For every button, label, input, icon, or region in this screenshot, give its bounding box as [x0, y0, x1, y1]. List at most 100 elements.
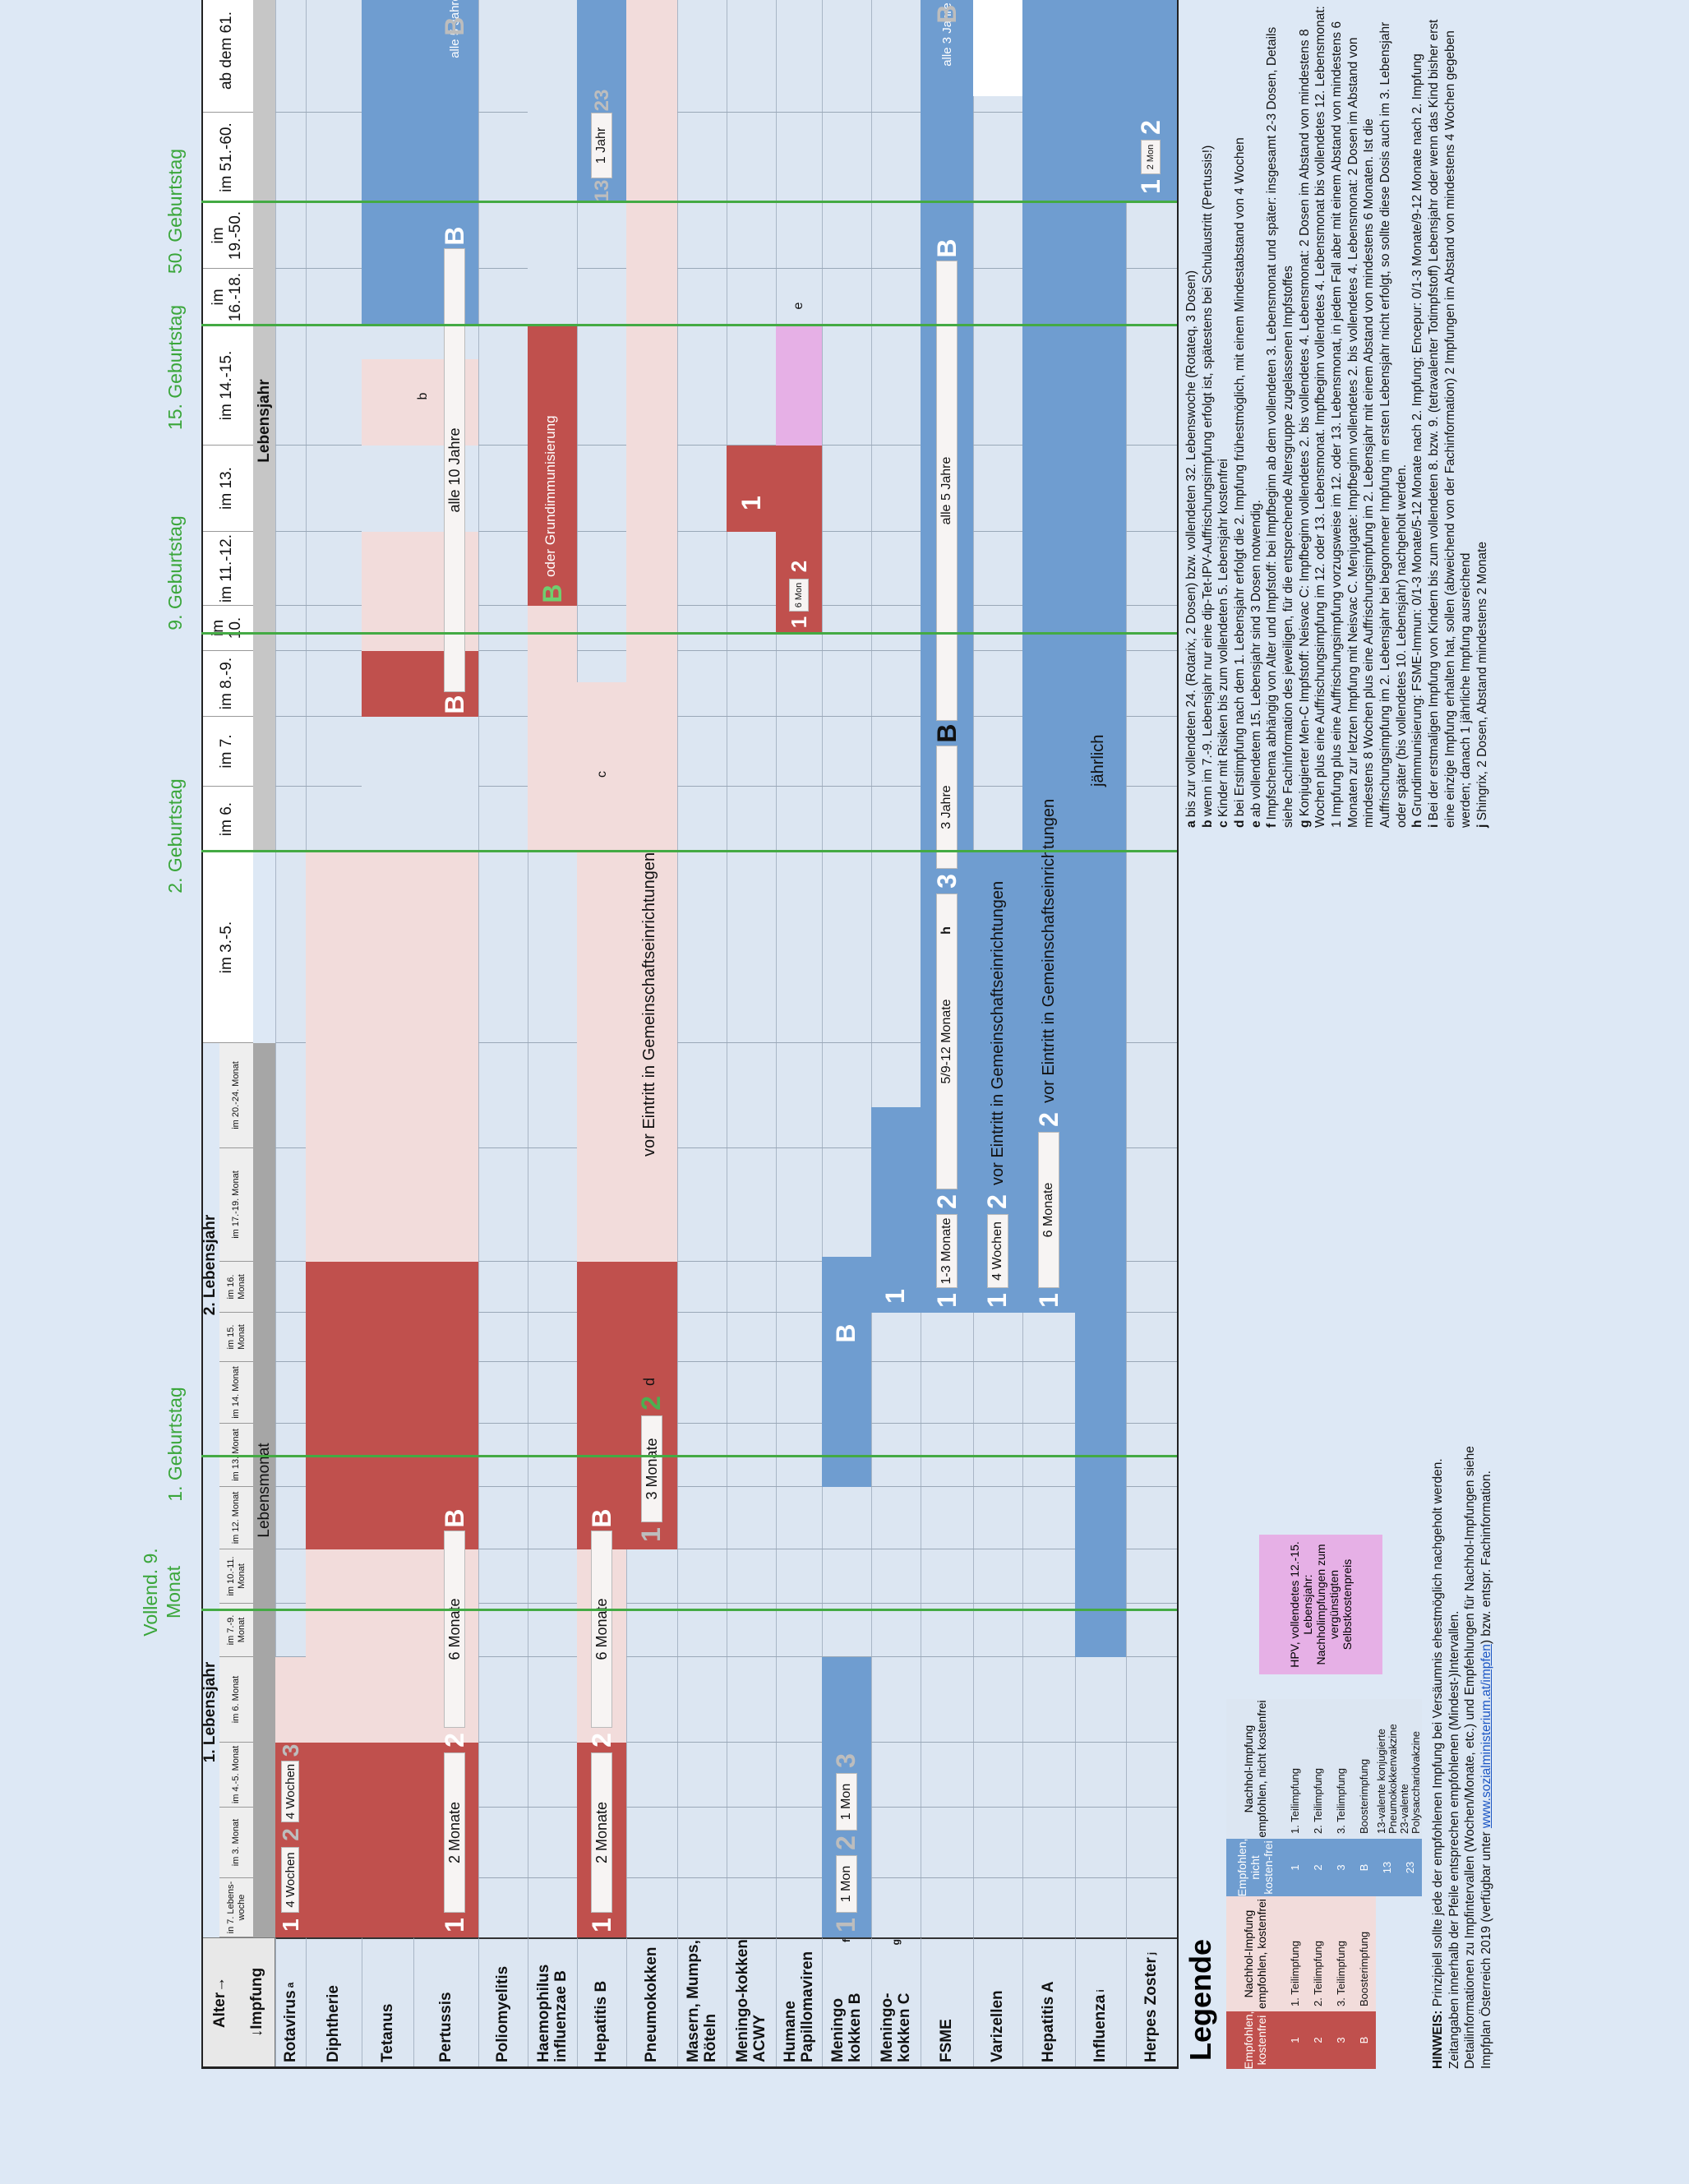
vari-interval-4w: 4 Wochen [987, 1214, 1008, 1288]
footnote-marker: j [1145, 1951, 1157, 1955]
milestone-line-9y [201, 632, 1177, 635]
hint-line-1: HINWEIS: Prinzipiell sollte jede der emp… [1430, 918, 1447, 2069]
menb-interval-2: 1 Mon [836, 1773, 857, 1831]
vaccine-label: Diphtherie [306, 1937, 362, 2069]
legend-cell [1376, 2011, 1399, 2069]
footnote-text: Impfschema abhängig von Alter und Impfst… [1265, 26, 1296, 828]
footnote: b wenn im 7.-9. Lebensjahr nur eine dip-… [1200, 6, 1216, 828]
hepa-vor-eintritt: vor Eintritt in Gemeinschaftseinrichtung… [1039, 798, 1058, 1103]
influenza-blue [1075, 0, 1126, 1657]
milestone-line-1y [201, 1455, 1177, 1457]
legend-cell: B [1353, 2011, 1376, 2069]
vaccine-label: Masern, Mumps, Röteln [677, 1937, 727, 2069]
footnote-list: a bis zur vollendeten 24. (Rotarix, 2 Do… [1184, 6, 1491, 828]
legend-cell: 1. Teilimpfung [1284, 1699, 1307, 1839]
hint-line-4: Impfplan Österreich 2019 (verfügbar unte… [1479, 918, 1495, 2069]
vaccine-name: Hepatitis A [1040, 1981, 1058, 2062]
column-header: im 10.-11. Monat [219, 1549, 253, 1604]
footnote: j Shingrix, 2 Dosen, Abstand mindestens … [1474, 6, 1491, 828]
legend-cell: 13-valente konjugierte Pneumokokkenvakzi… [1375, 1699, 1399, 1839]
hpv-dose-1: 1 [786, 616, 811, 629]
vaccine-label: Tetanus [362, 1937, 413, 2069]
dtp-booster: B [440, 1508, 469, 1528]
year1-label: 1. Lebensjahr [201, 1661, 219, 1763]
fsme-interval-1: 1-3 Monate [936, 1214, 958, 1288]
vaccine-name: Haemophilus influenzae B [534, 1964, 570, 2062]
mmr-dose-1: 1 [636, 1527, 666, 1542]
legend-cell: 3 [1330, 2011, 1353, 2069]
footnote-key: a [1184, 817, 1198, 828]
hint-line-2: Zeitangaben innerhalb der Pfeile entspre… [1447, 1610, 1461, 2069]
column-header: im 16.-18. [201, 269, 253, 326]
legend-cell: 3. Teilimpfung [1330, 1896, 1353, 2011]
menb-booster: B [831, 1323, 861, 1343]
legend-col3-head: Empfohlen, nicht kosten-frei [1226, 1839, 1284, 1896]
column-header: im 13. [201, 446, 253, 532]
pneu-booster: B [587, 1508, 616, 1528]
vari-dose-2: 2 [982, 1194, 1012, 1209]
footnote: i Bei der erstmaligen Impfung von Kinder… [1426, 6, 1474, 828]
footnote-key: c [1216, 817, 1231, 828]
vaccine-name: Hepatitis B [593, 1980, 611, 2062]
legend-title: Legende [1184, 1938, 1217, 2061]
footnote-marker: g [889, 1939, 902, 1946]
footnote-text: ab vollendetem 15. Lebensjahr sind 3 Dos… [1248, 500, 1263, 818]
vaccine-label: Varizellen [973, 1937, 1022, 2069]
hint-link[interactable]: www.sozialministerium.at/impfen [1479, 1644, 1494, 1829]
footnote-key: h [1410, 816, 1425, 828]
hpv-6mon: 6 Mon [789, 579, 809, 612]
footnote-key: j [1475, 820, 1490, 828]
hint-label: HINWEIS: [1431, 2010, 1445, 2069]
zoster-dose-2: 2 [1136, 120, 1165, 135]
footnote-text: wenn im 7.-9. Lebensjahr nur eine dip-Te… [1200, 145, 1215, 817]
vaccine-name: Pneumokokken [643, 1946, 661, 2062]
footnote-key: g [1297, 816, 1312, 828]
rota-interval-1: 4 Wochen [281, 1847, 299, 1913]
menb-interval-1: 1 Mon [836, 1855, 857, 1913]
column-header: im 14. Monat [219, 1362, 253, 1424]
fsme-booster-B3: B [931, 4, 962, 24]
rota-dose-2: 2 [277, 1828, 303, 1841]
legend-cell: Boosterimpfung [1353, 1896, 1376, 2011]
footnote-text: Kinder mit Risiken bis zum vollendeten 5… [1216, 459, 1231, 818]
milestone-1-geburtstag: 1. Geburtstag [164, 1387, 186, 1502]
vaccine-row [1126, 0, 1177, 2069]
fsme-alle-5: alle 5 Jahre [936, 261, 958, 721]
milestone-line-15y [201, 324, 1177, 326]
vaccine-row [871, 0, 921, 2069]
milestone-9-geburtstag: 9. Geburtstag [164, 515, 186, 630]
vaccine-name: Pertussis [436, 1992, 455, 2062]
legend-cell: 2 [1307, 2011, 1330, 2069]
hpv-dose-2: 2 [786, 560, 811, 573]
vari-vor-eintritt: vor Eintritt in Gemeinschaftseinrichtung… [988, 880, 1007, 1185]
vaccine-label: Pneumokokken [626, 1937, 677, 2069]
pneu-dose-1: 1 [587, 1918, 616, 1932]
footnote-key: f [1265, 820, 1280, 828]
rota-dose-3: 3 [277, 1743, 303, 1757]
mmr-footnote-d: d [640, 1378, 658, 1387]
hepb-light-adult [528, 0, 577, 326]
fsme-booster-B2: B [931, 238, 962, 258]
hepb-oder-grund: oder Grundimmunisierung [542, 415, 558, 577]
vaccine-label: Haemophilus influenzae B [528, 1937, 577, 2069]
mmr-interval-3mon: 3 Monate [641, 1415, 662, 1522]
influenza-jaehrlich: jährlich [1088, 734, 1107, 787]
footnote: h Grundimmunisierung: FSME-Immun: 0/1-3 … [1410, 6, 1426, 828]
hint-line-3: Detailinformationen zu Impfintervallen (… [1463, 1446, 1478, 2069]
hpv-pink [776, 326, 822, 446]
legend-cell: 1. Teilimpfung [1284, 1896, 1307, 2011]
footnote: g Konjugierter Men-C Impfstoff: Neisvac … [1297, 6, 1410, 828]
vaccine-name: FSME [938, 2019, 956, 2062]
hpv-footnote-e: e [791, 302, 805, 310]
zoster-dose-1: 1 [1136, 179, 1165, 194]
footnote-b-marker: b [416, 392, 430, 400]
vaccine-name: Tetanus [378, 2003, 396, 2062]
milestone-9-monat: Vollend. 9. Monat [140, 1548, 184, 1637]
vaccine-name: Meningo-kokken ACWY [733, 1939, 768, 2062]
column-header: im 12. Monat [219, 1487, 253, 1549]
hepa-interval-6mon: 6 Monate [1038, 1132, 1059, 1288]
column-header: im 3.-5. [201, 852, 253, 1043]
hepb-booster-B: B [538, 584, 567, 603]
footnote: a bis zur vollendeten 24. (Rotarix, 2 Do… [1184, 6, 1200, 828]
milestone-line-50y [201, 201, 1177, 203]
